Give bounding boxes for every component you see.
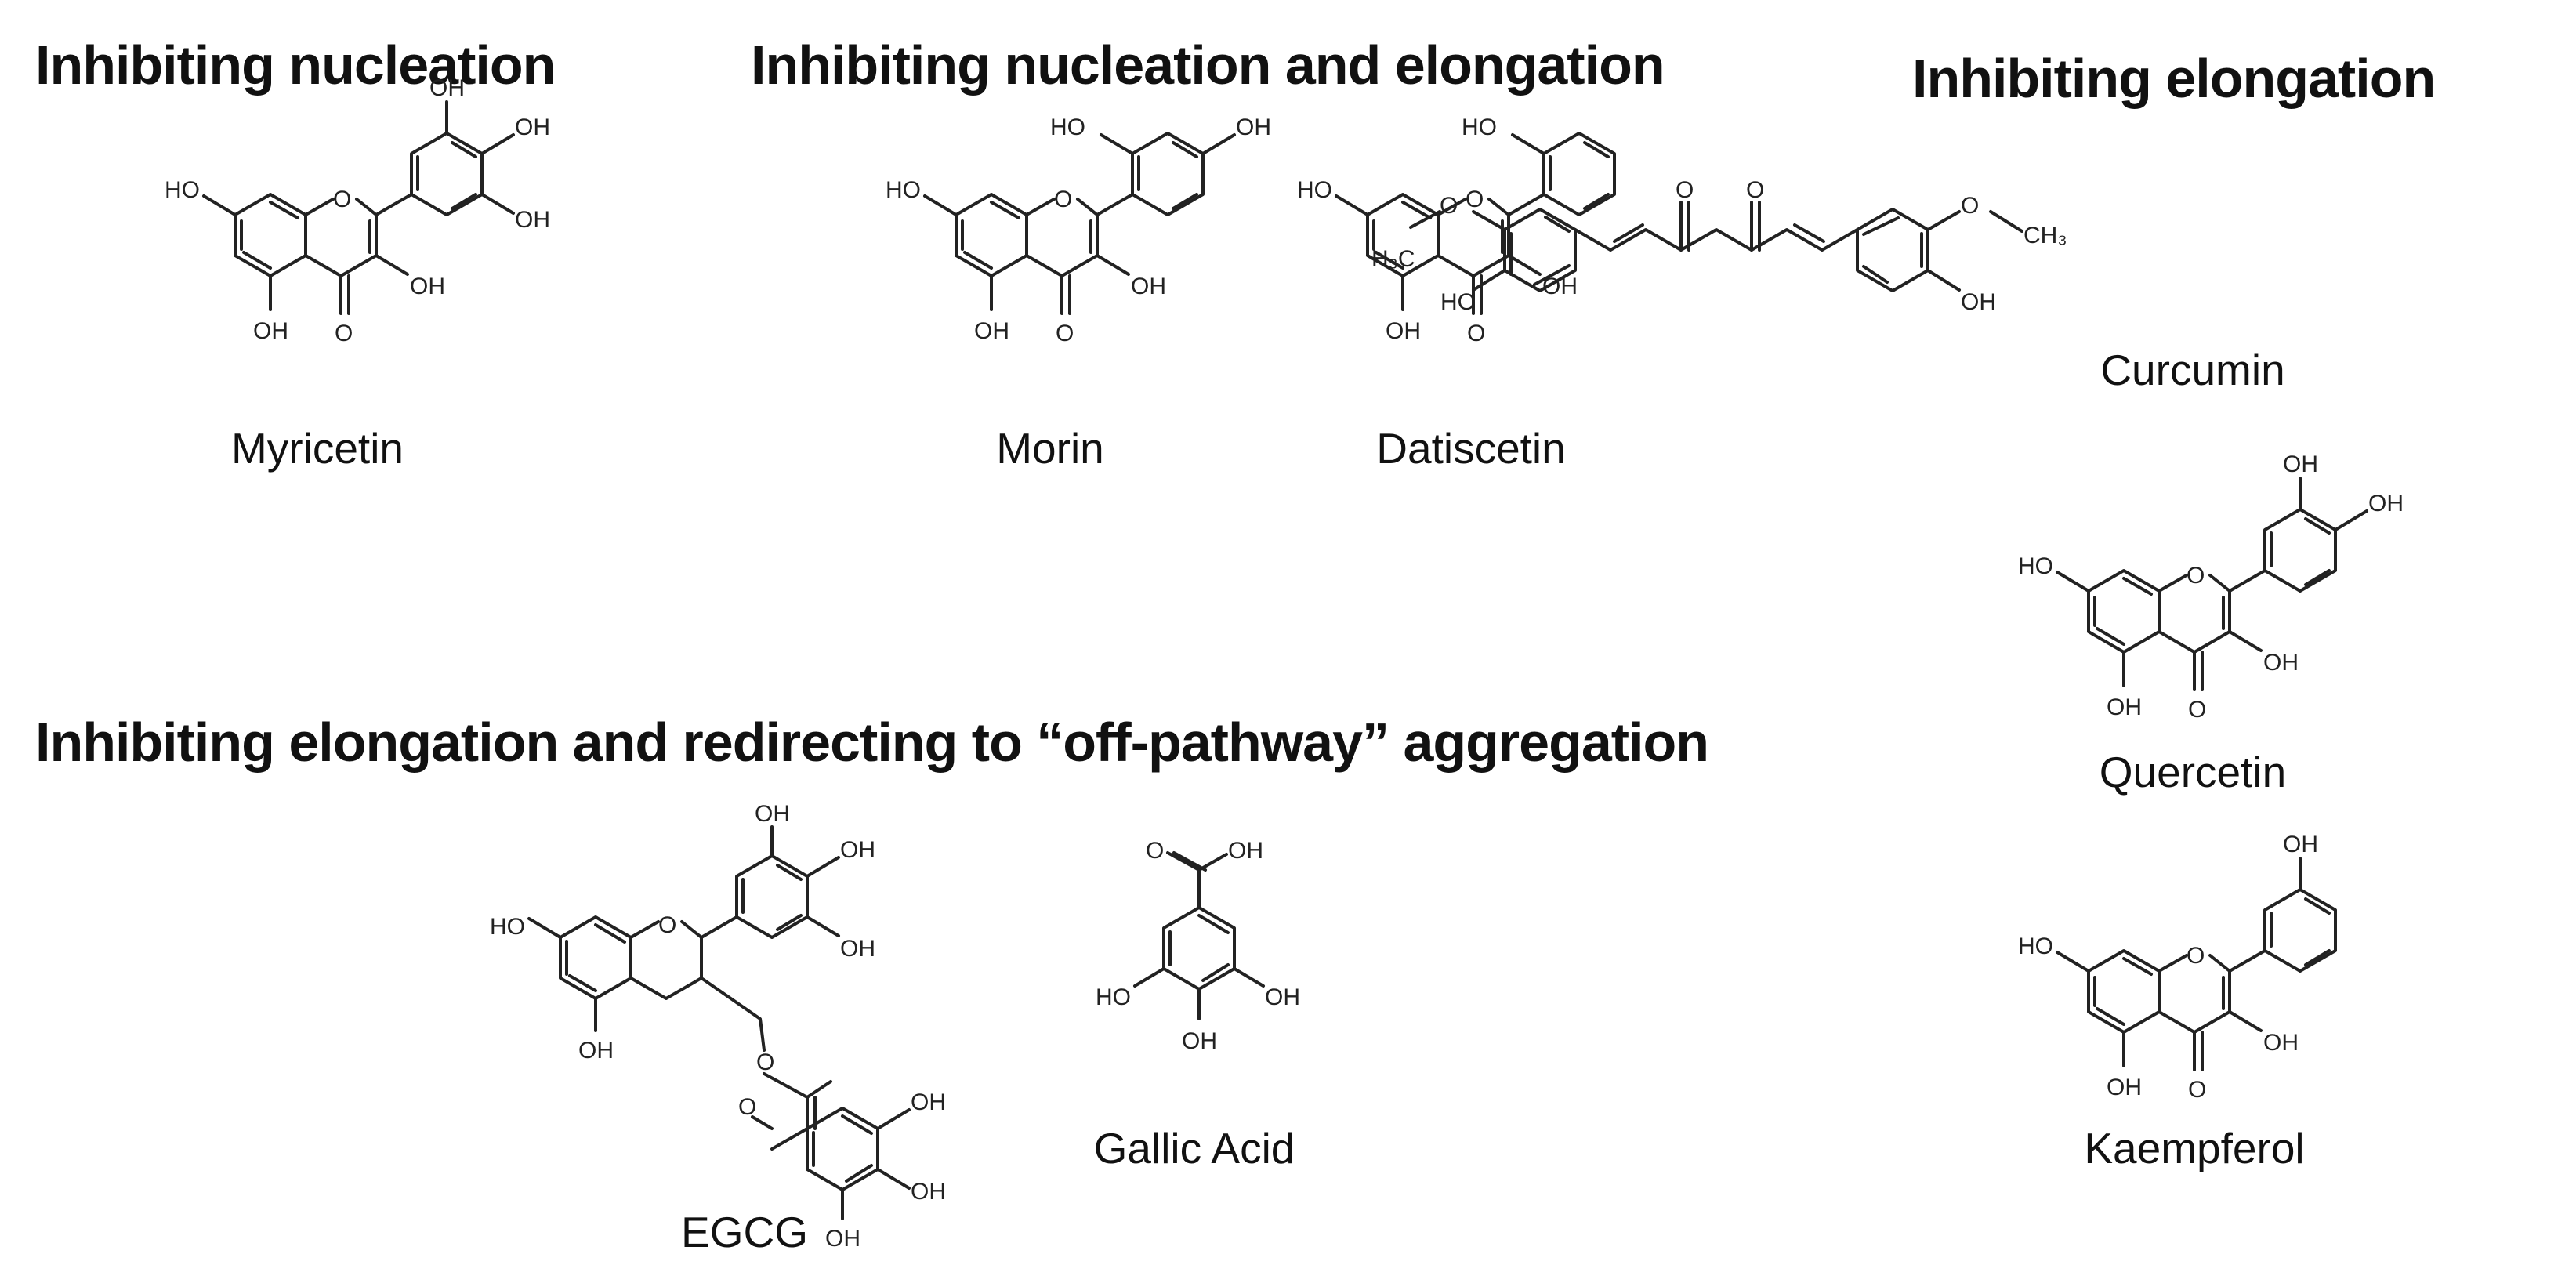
compound-name-myricetin: Myricetin bbox=[230, 424, 404, 473]
heading-inhibiting-nucleation: Inhibiting nucleation bbox=[35, 34, 556, 96]
atom-label: HO bbox=[490, 914, 525, 940]
compound-name-kaempferol: Kaempferol bbox=[2084, 1124, 2305, 1172]
atom-label: O bbox=[2188, 1077, 2206, 1103]
atom-label: OH bbox=[840, 837, 875, 863]
atom-label: O bbox=[2187, 943, 2205, 969]
atom-label: HO bbox=[1096, 984, 1131, 1010]
atom-label: HO bbox=[2018, 553, 2053, 579]
atom-label: HO bbox=[1462, 114, 1497, 140]
atom-label: O bbox=[2187, 563, 2205, 589]
atom-label: OH bbox=[410, 274, 445, 299]
atom-label: HO bbox=[165, 177, 200, 203]
atom-label: O bbox=[1961, 193, 1979, 219]
compound-name-gallic-acid: Gallic Acid bbox=[1093, 1124, 1295, 1172]
atom-label: H₃C bbox=[1371, 246, 1415, 272]
atom-label: OH bbox=[911, 1179, 946, 1205]
atom-label: OH bbox=[578, 1038, 614, 1064]
atom-label: O bbox=[738, 1094, 756, 1120]
atom-label: OH bbox=[2263, 650, 2299, 676]
atom-label: OH bbox=[2283, 451, 2318, 477]
atom-label: OH bbox=[825, 1226, 860, 1252]
atom-label: O bbox=[1146, 838, 1164, 864]
atom-label: O bbox=[1676, 177, 1694, 203]
atom-label: O bbox=[1467, 321, 1485, 346]
atom-label: OH bbox=[1961, 289, 1996, 315]
atom-label: HO bbox=[1440, 289, 1476, 315]
atom-label: O bbox=[1746, 177, 1764, 203]
atom-label: O bbox=[2188, 697, 2206, 723]
atom-label: HO bbox=[1050, 114, 1085, 140]
atom-label: O bbox=[1054, 187, 1072, 212]
atom-label: OH bbox=[1386, 318, 1421, 344]
compound-name-quercetin: Quercetin bbox=[2099, 748, 2287, 796]
heading-inhibiting-elongation: Inhibiting elongation bbox=[1912, 48, 2436, 109]
atom-label: OH bbox=[2107, 1075, 2142, 1100]
atom-label: OH bbox=[515, 207, 550, 233]
atom-label: OH bbox=[2107, 694, 2142, 720]
atom-label: O bbox=[1056, 321, 1074, 346]
atom-label: OH bbox=[515, 114, 550, 140]
atom-label: OH bbox=[1182, 1028, 1217, 1054]
atom-label: OH bbox=[1131, 274, 1166, 299]
atom-label: OH bbox=[1236, 114, 1271, 140]
atom-label: OH bbox=[974, 318, 1009, 344]
atom-label: OH bbox=[1265, 984, 1300, 1010]
atom-label: O bbox=[1440, 193, 1458, 219]
atom-label: HO bbox=[886, 177, 921, 203]
heading-inhibiting-nucleation-and-elongation: Inhibiting nucleation and elongation bbox=[751, 34, 1665, 96]
atom-label: OH bbox=[253, 318, 288, 344]
atom-label: OH bbox=[755, 801, 790, 827]
atom-label: OH bbox=[429, 75, 465, 101]
atom-label: O bbox=[756, 1049, 774, 1075]
heading-inhibiting-elongation-off-pathway: Inhibiting elongation and redirecting to… bbox=[35, 712, 1709, 773]
atom-label: OH bbox=[1228, 838, 1263, 864]
compound-name-datiscetin: Datiscetin bbox=[1376, 424, 1566, 473]
compound-name-egcg: EGCG bbox=[681, 1208, 808, 1256]
atom-label: CH₃ bbox=[2023, 223, 2067, 248]
atom-label: O bbox=[333, 187, 351, 212]
atom-label: OH bbox=[840, 936, 875, 962]
compound-name-curcumin: Curcumin bbox=[2100, 346, 2285, 394]
atom-label: OH bbox=[2368, 491, 2404, 516]
atom-label: O bbox=[658, 912, 676, 938]
atom-label: O bbox=[335, 321, 353, 346]
atom-label: OH bbox=[2263, 1030, 2299, 1056]
atom-label: HO bbox=[1297, 177, 1332, 203]
atom-label: OH bbox=[2283, 832, 2318, 857]
atom-label: OH bbox=[911, 1089, 946, 1115]
atom-label: HO bbox=[2018, 933, 2053, 959]
compound-name-morin: Morin bbox=[996, 424, 1104, 473]
atom-label: O bbox=[1466, 187, 1484, 212]
